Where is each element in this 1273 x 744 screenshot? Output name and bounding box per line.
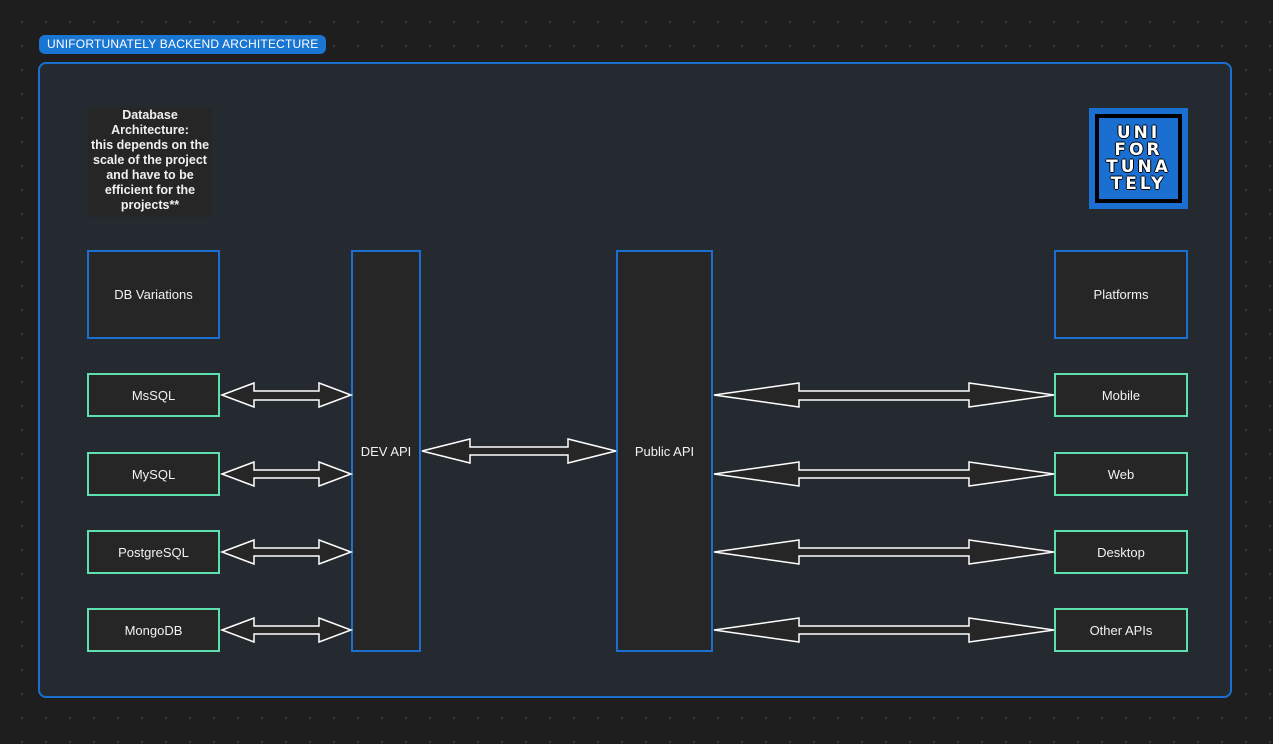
database-architecture-note[interactable]: Database Architecture: this depends on t…	[88, 108, 212, 217]
mssql-node[interactable]: MsSQL	[87, 373, 220, 417]
mobile-node[interactable]: Mobile	[1054, 373, 1188, 417]
node-label: MySQL	[131, 466, 176, 482]
note-line: this depends on the	[90, 138, 210, 152]
note-line: Database	[122, 108, 178, 122]
logo-text-line: TUNA	[1106, 156, 1171, 177]
logo-text-line: FOR	[1114, 139, 1163, 160]
mysql-node[interactable]: MySQL	[87, 452, 220, 496]
unifortunately-logo[interactable]: UNI FOR TUNA TELY	[1089, 108, 1188, 209]
mongodb-node[interactable]: MongoDB	[87, 608, 220, 652]
logo-border: UNI FOR TUNA TELY	[1095, 114, 1182, 203]
arrow-publicapi-web[interactable]	[713, 461, 1055, 487]
node-label: Web	[1107, 466, 1135, 482]
frame-title[interactable]: UNIFORTUNATELY BACKEND ARCHITECTURE	[39, 35, 327, 54]
node-label: MongoDB	[124, 622, 183, 638]
node-label: Mobile	[1101, 387, 1141, 403]
arrow-mongodb-devapi[interactable]	[219, 616, 354, 644]
node-label: Platforms	[1093, 287, 1149, 302]
arrow-publicapi-desktop[interactable]	[713, 539, 1055, 565]
arrow-postgresql-devapi[interactable]	[219, 538, 354, 566]
note-line: efficient for the	[104, 183, 196, 197]
logo-text-line: TELY	[1110, 173, 1167, 194]
note-line: Architecture:	[111, 123, 189, 137]
arrow-mssql-devapi[interactable]	[219, 381, 354, 409]
node-label: DB Variations	[114, 287, 193, 302]
postgresql-node[interactable]: PostgreSQL	[87, 530, 220, 574]
note-line: and have to be	[106, 168, 194, 182]
note-line: scale of the project	[93, 153, 207, 167]
note-line: projects**	[120, 198, 180, 212]
arrow-publicapi-otherapis[interactable]	[713, 617, 1055, 643]
web-node[interactable]: Web	[1054, 452, 1188, 496]
platforms-node[interactable]: Platforms	[1054, 250, 1188, 339]
desktop-node[interactable]: Desktop	[1054, 530, 1188, 574]
node-label: Public API	[634, 443, 695, 459]
node-label: MsSQL	[131, 387, 176, 403]
node-label: DEV API	[360, 443, 412, 459]
logo-text-line: UNI	[1116, 122, 1161, 143]
db-variations-node[interactable]: DB Variations	[87, 250, 220, 339]
arrow-devapi-publicapi[interactable]	[421, 438, 617, 464]
arrow-publicapi-mobile[interactable]	[713, 382, 1055, 408]
node-label: PostgreSQL	[118, 544, 189, 560]
public-api-node[interactable]: Public API	[616, 250, 713, 652]
node-label: Other APIs	[1089, 622, 1153, 638]
other-apis-node[interactable]: Other APIs	[1054, 608, 1188, 652]
node-label: Desktop	[1097, 544, 1145, 560]
arrow-mysql-devapi[interactable]	[219, 460, 354, 488]
dev-api-node[interactable]: DEV API	[351, 250, 421, 652]
